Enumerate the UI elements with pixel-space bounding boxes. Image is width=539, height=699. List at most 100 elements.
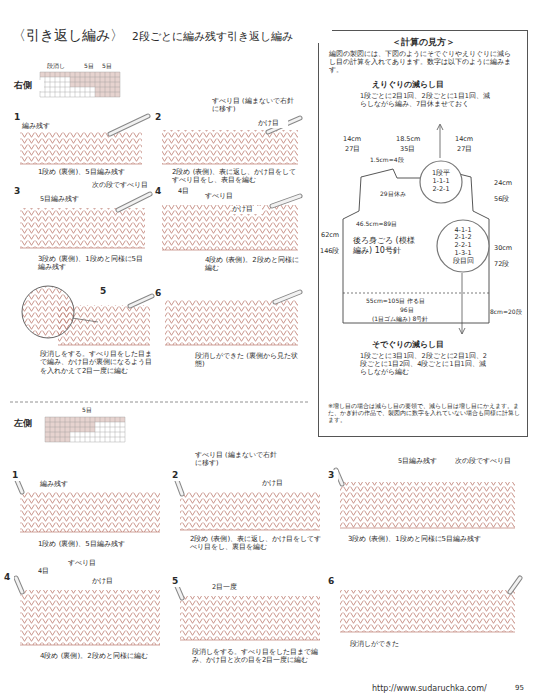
- knit-fabric: [20, 132, 142, 164]
- section-heading: そでぐりの減らし目: [372, 340, 472, 350]
- callout: 5目編み残す: [398, 458, 448, 466]
- dimension: 55cm=105目 作る目: [366, 297, 446, 304]
- decrease-number: 4-1-1: [454, 227, 471, 235]
- callout: 編み残す: [40, 480, 80, 488]
- fabric-edge: [165, 345, 298, 346]
- fabric-edge: [340, 632, 515, 633]
- dimension: 24cm: [494, 180, 524, 188]
- step-number: 4: [4, 572, 14, 583]
- dimension: 27目: [457, 146, 482, 154]
- step-caption: 4段め (表側)。2段めと同様に編む: [205, 256, 303, 273]
- fabric-edge: [162, 164, 298, 165]
- fabric-edge: [20, 248, 145, 249]
- decrease-number: 2-2-1: [454, 242, 471, 250]
- chart-grid: [120, 417, 121, 442]
- knit-fabric: [180, 492, 320, 530]
- chart-label: 5目: [82, 406, 102, 413]
- dimension: 27目: [345, 146, 370, 154]
- step-number: 5: [172, 576, 182, 587]
- knitting-needle: [275, 292, 300, 302]
- leader-arrow: [462, 273, 463, 334]
- chart-grid: [50, 417, 51, 442]
- chart-grid: [55, 417, 56, 442]
- part-name-text: 後ろ身ごろ (模様編み) 10号針: [353, 236, 415, 255]
- knit-fabric: [162, 130, 298, 164]
- chart-grid: [85, 72, 86, 97]
- step-caption: 段消しができた (裏側から見た状態): [195, 352, 307, 369]
- knitting-needle: [118, 194, 150, 210]
- step-number: 6: [155, 288, 165, 299]
- chart-shade: [45, 432, 70, 437]
- dimension: 96目: [400, 306, 425, 313]
- chart-shade: [45, 437, 70, 442]
- chart-grid: [45, 427, 125, 428]
- dimension: 18.5cm: [396, 136, 431, 144]
- chart-grid: [50, 72, 51, 97]
- rib-line: [343, 293, 489, 294]
- chart-grid: [40, 72, 120, 73]
- chart-grid: [40, 77, 120, 78]
- fabric-edge: [20, 532, 160, 533]
- circle-outline: [420, 161, 462, 203]
- callout: すべり目: [205, 193, 245, 201]
- dimension: 14cm: [455, 136, 485, 144]
- chart-grid: [55, 72, 56, 97]
- callout: かけ目: [262, 480, 292, 488]
- knit-fabric: [20, 208, 145, 248]
- page-title: 〈引き返し編み〉: [12, 27, 124, 44]
- page-number: 95: [515, 684, 533, 692]
- dimension: 8cm=20段: [490, 308, 526, 315]
- decrease-number: 2-2-1: [432, 186, 449, 194]
- detail-leader: [72, 318, 98, 322]
- dimension: 62cm: [321, 232, 341, 240]
- chart-grid: [105, 417, 106, 442]
- dimension: 29目休み: [380, 190, 414, 197]
- chart-grid: [70, 72, 71, 97]
- section-heading: えりぐりの減らし目: [372, 80, 472, 90]
- step-number: 4: [155, 186, 165, 197]
- chart-grid: [75, 417, 76, 442]
- dimension: 35目: [400, 146, 425, 154]
- fabric-edge: [180, 640, 320, 641]
- knitting-needle-body: [16, 578, 22, 592]
- step-number: 6: [328, 576, 338, 587]
- decrease-number: 1-3-1: [454, 250, 471, 258]
- dimension: 30cm: [494, 245, 524, 253]
- chart-shade: [95, 92, 120, 97]
- step-caption: 2段め (表側)、表に返し、かけ目をしてすべり目をし、裏目を編む: [190, 535, 322, 552]
- step-number: 3: [14, 186, 24, 197]
- arrow-head: [459, 328, 465, 334]
- chart-shade: [95, 87, 120, 92]
- step-number: 2: [172, 470, 182, 481]
- chart-label: 5目: [102, 62, 122, 69]
- subtitle: 2段ごとに編み残す引き返し編み: [132, 30, 332, 43]
- fabric-edge: [180, 530, 320, 531]
- chart-grid: [40, 92, 120, 93]
- fabric-edge: [58, 345, 150, 346]
- chart-grid: [85, 417, 86, 442]
- callout: かけ目: [92, 578, 122, 586]
- chart-grid: [110, 417, 111, 442]
- chart-label: 5目: [84, 62, 104, 69]
- knitting-needle: [510, 578, 520, 592]
- knitting-needle: [130, 296, 152, 306]
- chart-grid: [60, 72, 61, 97]
- dimension: 72段: [494, 261, 524, 269]
- body-outline: [343, 169, 489, 323]
- chart-grid: [115, 417, 116, 442]
- chart-grid: [65, 72, 66, 97]
- step-number: 2: [155, 112, 165, 123]
- panel-intro: 編図の製図には、下図のようにそでぐりやえりぐりに減らし目の計算を入れてあります。…: [329, 51, 517, 74]
- chart-grid: [95, 417, 96, 442]
- fabric-edge: [340, 528, 515, 529]
- knitting-needle-body: [275, 292, 300, 302]
- callout: 編み残す: [22, 122, 62, 130]
- chart-grid: [90, 72, 91, 97]
- chart-grid: [45, 432, 125, 433]
- dimension: (1目ゴム編み) 8号針: [372, 315, 457, 322]
- leader-arrow: [440, 125, 441, 158]
- side-heading: 左側: [14, 418, 44, 429]
- arrow-head: [437, 124, 443, 130]
- callout: 次の段ですべり目: [92, 182, 154, 190]
- chart-grid: [65, 417, 66, 442]
